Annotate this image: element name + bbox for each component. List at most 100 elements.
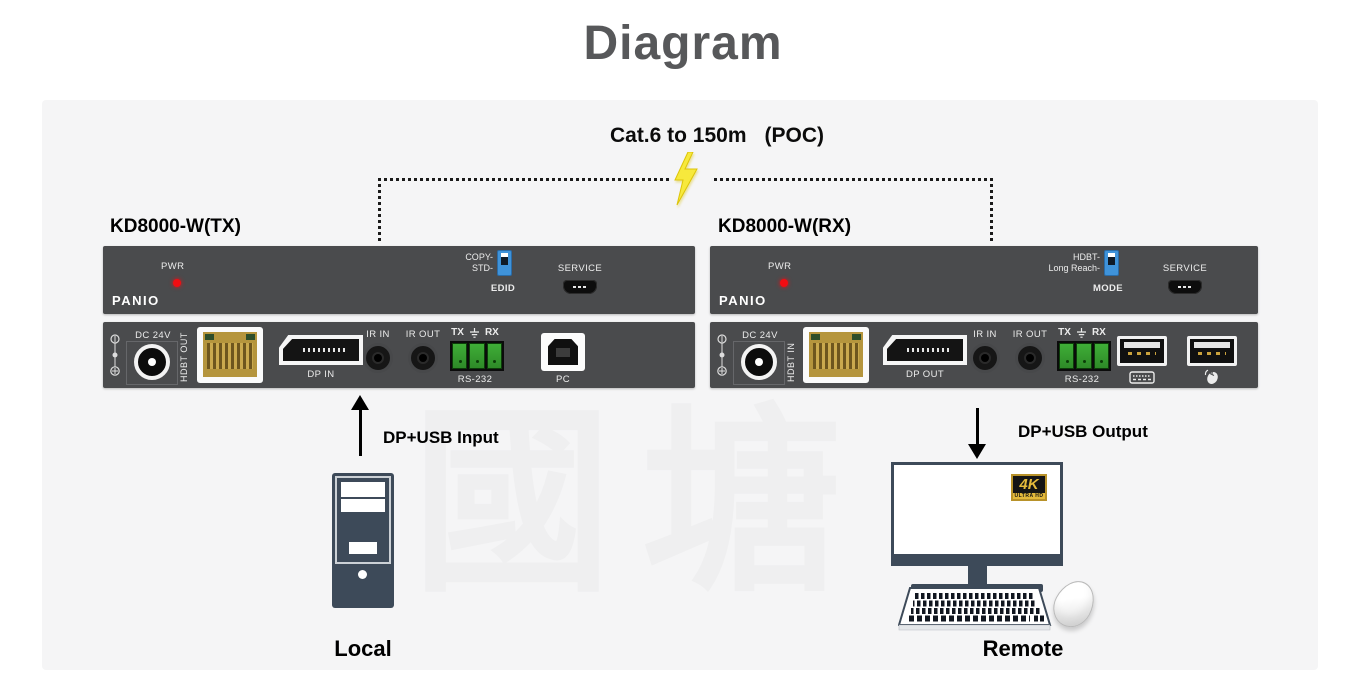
tx-switch-pos2: STD- — [472, 263, 493, 273]
tx-brand-logo: PANIO — [112, 293, 160, 308]
tx-switch-pos1: COPY- — [465, 252, 493, 262]
rx-switch-pos1: HDBT- — [1073, 252, 1100, 262]
local-computer-tower — [332, 473, 394, 608]
rx-hdbt-rj45-port — [803, 327, 869, 383]
terminal-pin — [469, 343, 485, 369]
remote-monitor: 4K ULTRA HD — [888, 462, 1066, 592]
tx-serial-pinout: TX RX — [443, 327, 507, 339]
tx-pc-usb-b-port — [541, 333, 585, 371]
rx-ir-in-jack — [970, 343, 1000, 373]
lightning-bolt-icon — [674, 152, 698, 206]
rj45-pins — [813, 343, 859, 369]
tower-slot — [349, 542, 377, 554]
tower-front-frame — [335, 476, 391, 564]
rx-mode-switch-knob[interactable] — [1108, 253, 1115, 265]
rx-front-panel: PWR PANIO HDBT- Long Reach- MODE SERVICE — [710, 246, 1258, 314]
tx-ir-out-label: IR OUT — [405, 329, 441, 340]
tx-rear-panel: DC 24V HDBT OUT DP IN IR IN IR OUT TX — [103, 322, 695, 388]
ground-icon — [469, 328, 479, 338]
tx-front-panel: PWR PANIO COPY- STD- EDID SERVICE — [103, 246, 695, 314]
cable-drop-left — [378, 178, 381, 241]
rx-service-label: SERVICE — [1162, 263, 1208, 274]
input-arrow-label: DP+USB Input — [383, 428, 499, 447]
serial-rx-label: RX — [484, 327, 499, 338]
tx-edid-dip-switch[interactable] — [497, 250, 512, 276]
tx-dp-port — [279, 335, 363, 365]
cable-label: Cat.6 to 150m (POC) — [437, 124, 997, 148]
rx-rs232-terminal — [1057, 341, 1111, 371]
dp-pins — [303, 348, 345, 352]
rx-hdbt-label: HDBT IN — [786, 342, 796, 382]
terminal-pin — [486, 343, 502, 369]
rx-ir-out-jack — [1015, 343, 1045, 373]
terminal-pin — [1093, 343, 1109, 369]
rx-ir-in-label: IR IN — [973, 329, 997, 340]
tx-rs232-label: RS-232 — [457, 374, 493, 385]
rx-pwr-label: PWR — [768, 261, 792, 272]
monitor-stand-neck — [967, 566, 987, 584]
local-caption: Local — [334, 636, 392, 661]
tx-dc-label: DC 24V — [135, 330, 171, 341]
rx-usb-keyboard-port — [1117, 336, 1167, 366]
rx-brand-logo: PANIO — [719, 293, 767, 308]
rx-usb-mouse-port — [1187, 336, 1237, 366]
rx-polarity-icon — [717, 334, 727, 376]
tx-dp-label: DP IN — [307, 369, 335, 380]
rx-dc-outline — [733, 341, 785, 385]
ground-icon — [1076, 328, 1086, 338]
rj45-pins — [207, 343, 253, 369]
tx-ir-out-jack — [408, 343, 438, 373]
rx-mode-label: MODE — [1092, 283, 1124, 294]
tower-power-button — [358, 570, 367, 579]
rx-power-led — [780, 279, 788, 287]
tx-service-usb-port — [563, 280, 597, 294]
remote-caption: Remote — [982, 636, 1064, 661]
serial-tx-label: TX — [451, 327, 464, 338]
tx-edid-switch-labels: COPY- STD- — [401, 252, 493, 274]
tower-drive-bay — [341, 482, 385, 497]
remote-keyboard — [898, 587, 1052, 631]
badge-4k-text: 4K — [1019, 476, 1039, 493]
input-arrow-line — [359, 409, 362, 456]
tx-hdbt-label: HDBT OUT — [179, 332, 189, 382]
tx-power-led — [173, 279, 181, 287]
serial-tx-label: TX — [1058, 327, 1071, 338]
rx-ir-out-label: IR OUT — [1012, 329, 1048, 340]
cable-distance: Cat.6 to 150m — [609, 124, 747, 147]
terminal-pin — [1076, 343, 1092, 369]
diagram-board: 國塘 Cat.6 to 150m(POC) KD8000-W(TX) PWR P… — [42, 100, 1318, 670]
rx-rear-panel: DC 24V HDBT IN DP OUT IR IN IR OUT TX — [710, 322, 1258, 388]
rx-switch-pos2: Long Reach- — [1048, 263, 1100, 273]
tx-hdbt-rj45-port — [197, 327, 263, 383]
tx-pc-label: PC — [556, 374, 570, 385]
4k-ultrahd-badge: 4K ULTRA HD — [1011, 474, 1047, 501]
dp-pins — [907, 348, 949, 352]
monitor-bottom-bar — [891, 557, 1063, 566]
monitor-screen: 4K ULTRA HD — [891, 462, 1063, 557]
usb-b-cavity — [548, 339, 578, 365]
rx-dp-label: DP OUT — [905, 369, 945, 380]
serial-rx-label: RX — [1091, 327, 1106, 338]
tx-edid-switch-knob[interactable] — [501, 253, 508, 265]
rx-dc-label: DC 24V — [742, 330, 778, 341]
tx-ir-in-jack — [363, 343, 393, 373]
rx-service-usb-port — [1168, 280, 1202, 294]
tx-rs232-terminal — [450, 341, 504, 371]
tx-pwr-label: PWR — [161, 261, 185, 272]
badge-ultrahd-text: ULTRA HD — [1013, 493, 1045, 499]
output-arrow-label: DP+USB Output — [1018, 422, 1148, 441]
rx-mode-switch-labels: HDBT- Long Reach- — [980, 252, 1100, 274]
input-arrow-head — [351, 395, 369, 410]
rx-serial-pinout: TX RX — [1050, 327, 1114, 339]
tower-drive-bay — [341, 499, 385, 512]
rx-mode-dip-switch[interactable] — [1104, 250, 1119, 276]
rx-device-name: KD8000-W(RX) — [718, 216, 852, 237]
tx-ir-in-label: IR IN — [366, 329, 390, 340]
cable-drop-right — [990, 178, 993, 241]
page-title: Diagram — [583, 17, 783, 70]
tx-service-label: SERVICE — [557, 263, 603, 274]
mouse-icon — [1204, 369, 1218, 384]
keyboard-icon — [1129, 371, 1155, 384]
cable-poc: (POC) — [764, 124, 825, 147]
terminal-pin — [1059, 343, 1075, 369]
